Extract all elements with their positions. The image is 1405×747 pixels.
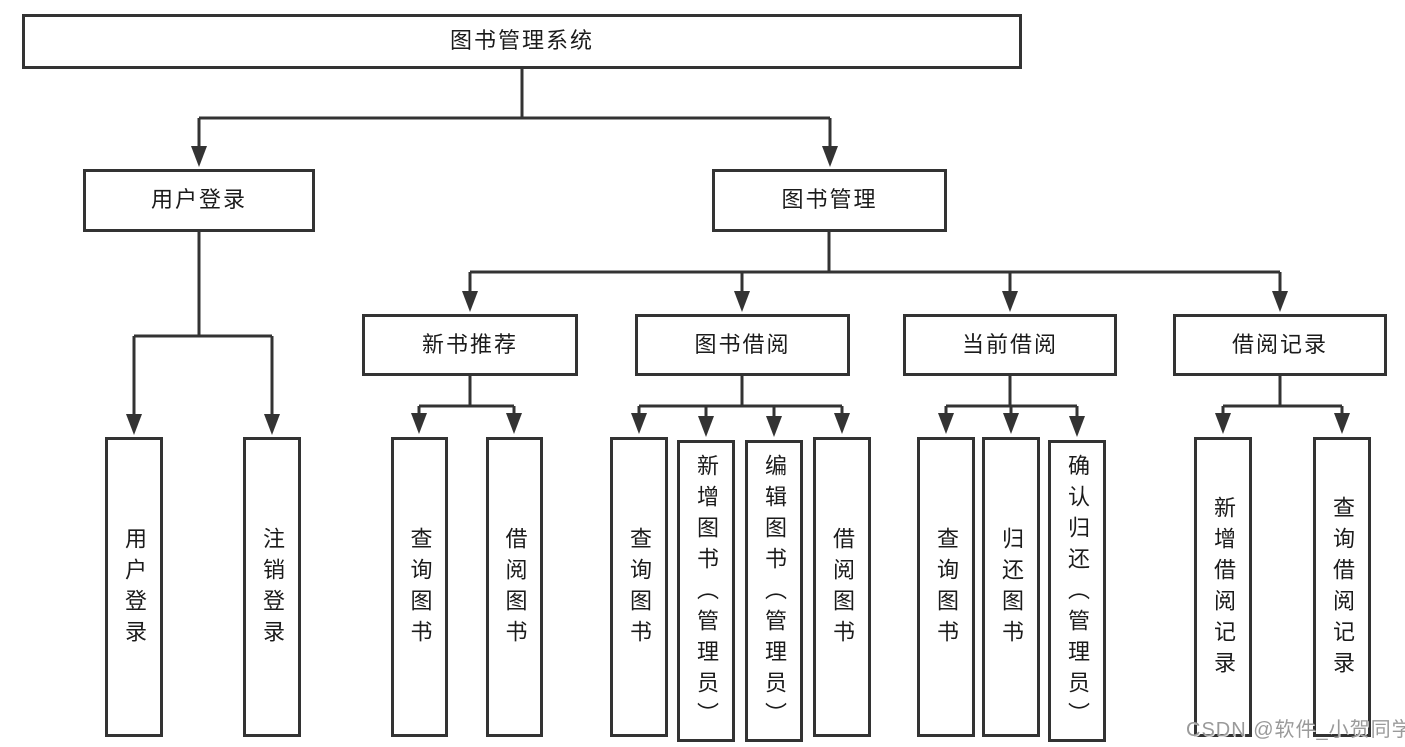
connector-userlogin-to-leaves [132,232,274,422]
leaf-edit-book-admin: 编辑图书（管理员） [745,440,803,742]
leaf-user-login: 用户登录 [105,437,163,737]
leaf-query-books-recommend: 查询图书 [391,437,448,737]
node-borrow-records: 借阅记录 [1173,314,1387,376]
leaf-logout: 注销登录 [243,437,301,737]
leaf-add-borrow-record: 新增借阅记录 [1194,437,1252,737]
csdn-watermark: CSDN @软件_小贺同学 [1186,719,1405,741]
connector-recommend-to-leaves [417,376,516,422]
node-new-book-recommend: 新书推荐 [362,314,578,376]
connector-borrowmgmt-to-leaves [637,376,844,424]
connector-root-to-level2 [197,69,832,154]
node-book-borrow: 图书借阅 [635,314,850,376]
node-root: 图书管理系统 [22,14,1022,69]
leaf-borrow-books-recommend: 借阅图书 [486,437,543,737]
leaf-borrow-books: 借阅图书 [813,437,871,737]
connector-bookmgmt-to-level3 [468,232,1282,300]
leaf-return-book: 归还图书 [982,437,1040,737]
arrowheads [126,146,1350,437]
leaf-query-books-current: 查询图书 [917,437,975,737]
leaf-query-borrow-record: 查询借阅记录 [1313,437,1371,737]
leaf-add-book-admin: 新增图书（管理员） [677,440,735,742]
node-book-management: 图书管理 [712,169,947,232]
leaf-query-books-borrow: 查询图书 [610,437,668,737]
leaf-confirm-return-admin: 确认归还（管理员） [1048,440,1106,742]
node-current-borrow: 当前借阅 [903,314,1117,376]
connector-records-to-leaves [1221,376,1344,422]
node-user-login: 用户登录 [83,169,315,232]
